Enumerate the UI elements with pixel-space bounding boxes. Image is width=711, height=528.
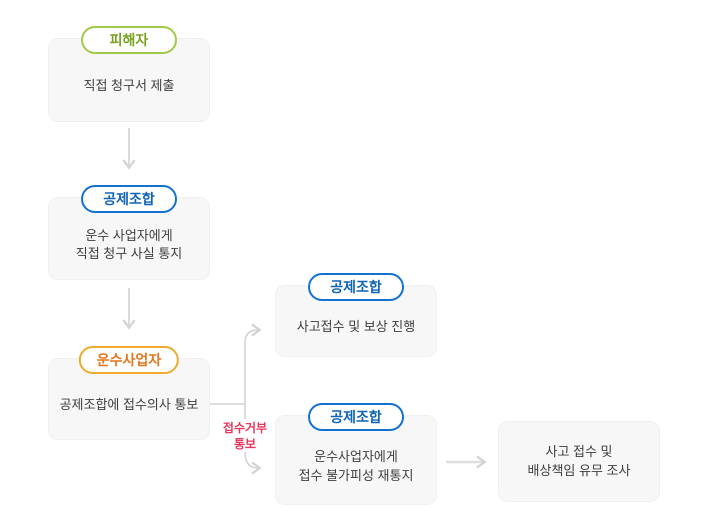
node-body-line: 운수 사업자에게 <box>85 227 173 243</box>
node-body-line: 접수 불가피성 재통지 <box>298 467 414 483</box>
node-body-line: 직접 청구서 제출 <box>83 78 175 94</box>
node-coop-notify: 공제조합 운수 사업자에게 직접 청구 사실 통지 <box>48 185 210 280</box>
node-carrier: 운수사업자 공제조합에 접수의사 통보 <box>48 346 210 440</box>
node-body: 사고접수 및 보상 진행 <box>276 286 436 356</box>
carrier-badge: 운수사업자 <box>78 346 180 374</box>
node-body-line: 배상책임 유무 조사 <box>527 462 631 478</box>
rejection-notice-line: 접수거부 <box>222 421 268 435</box>
node-body-line: 사고접수 및 보상 진행 <box>296 319 416 335</box>
node-body: 공제조합에 접수의사 통보 <box>49 359 209 439</box>
rejection-notice-line: 통보 <box>233 437 257 452</box>
arrow-carrier-to-coop-renotify <box>244 451 262 475</box>
node-coop-accept: 공제조합 사고접수 및 보상 진행 <box>275 273 437 357</box>
rejection-notice-label: 접수거부 통보 <box>220 420 270 453</box>
node-coop-renotify: 공제조합 운수사업자에게 접수 불가피성 재통지 <box>275 403 437 505</box>
node-body: 사고 접수 및 배상책임 유무 조사 <box>499 422 659 501</box>
node-victim: 피해자 직접 청구서 제출 <box>48 26 210 122</box>
node-body-line: 사고 접수 및 <box>545 444 613 460</box>
coop-accept-badge: 공제조합 <box>308 273 404 301</box>
victim-badge: 피해자 <box>81 26 177 54</box>
arrow-carrier-to-coop-accept <box>244 323 262 404</box>
node-body: 운수사업자에게 접수 불가피성 재통지 <box>276 416 436 504</box>
node-body-line: 직접 청구 사실 통지 <box>75 246 183 261</box>
node-body-line: 운수사업자에게 <box>314 449 398 465</box>
coop-notify-badge: 공제조합 <box>81 185 177 213</box>
node-body-line: 공제조합에 접수의사 통보 <box>59 397 199 413</box>
node-body: 직접 청구서 제출 <box>49 39 209 121</box>
node-body: 운수 사업자에게 직접 청구 사실 통지 <box>49 198 209 279</box>
coop-renotify-badge: 공제조합 <box>308 403 404 431</box>
node-investigation: 사고 접수 및 배상책임 유무 조사 <box>498 421 660 502</box>
